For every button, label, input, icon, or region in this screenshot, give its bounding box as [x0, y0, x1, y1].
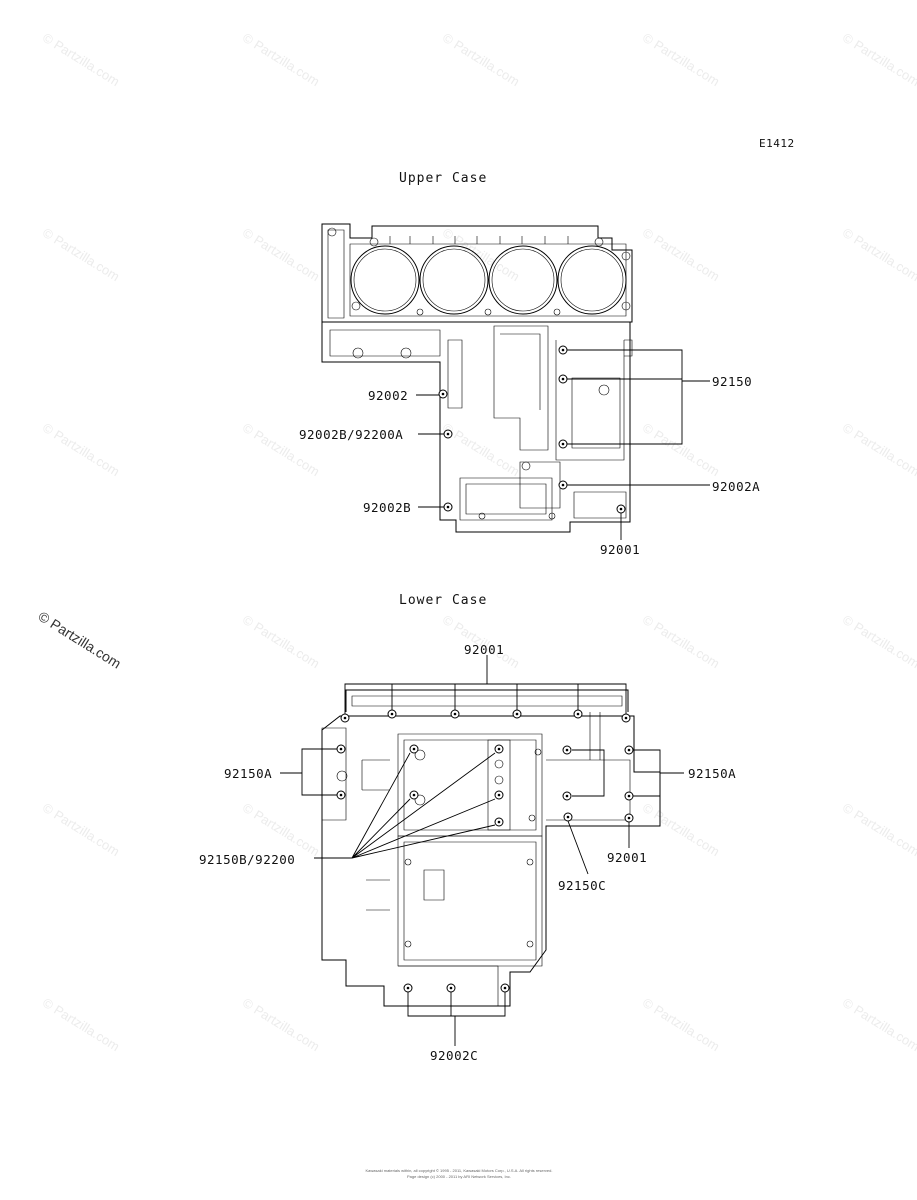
lower-case-title: Lower Case — [399, 593, 488, 608]
upper-case-drawing — [321, 223, 710, 540]
footer-line-1: Kawasaki materials within, all copyright… — [365, 1168, 553, 1173]
footer-line-2: Page design (c) 2000 - 2011 by ARI Netwo… — [407, 1174, 511, 1179]
copyright-footer: Kawasaki materials within, all copyright… — [329, 1168, 589, 1180]
upper-case-title: Upper Case — [399, 171, 488, 186]
label-92002b: 92002B — [363, 500, 412, 515]
label-92150c: 92150C — [558, 878, 607, 893]
label-92001-lower-right: 92001 — [607, 850, 648, 865]
label-92001-upper: 92001 — [600, 542, 641, 557]
lower-case-drawing — [280, 655, 684, 1046]
label-92002b-92200a: 92002B/92200A — [299, 427, 404, 442]
diagram-code: E1412 — [759, 137, 795, 150]
label-92150b-92200: 92150B/92200 — [199, 852, 296, 867]
label-92002: 92002 — [368, 388, 409, 403]
label-92150a-left: 92150A — [224, 766, 273, 781]
label-92001-lower-top: 92001 — [464, 642, 505, 657]
label-92002c: 92002C — [430, 1048, 479, 1063]
label-92002a: 92002A — [712, 479, 761, 494]
label-92150a-right: 92150A — [688, 766, 737, 781]
label-92150: 92150 — [712, 374, 753, 389]
